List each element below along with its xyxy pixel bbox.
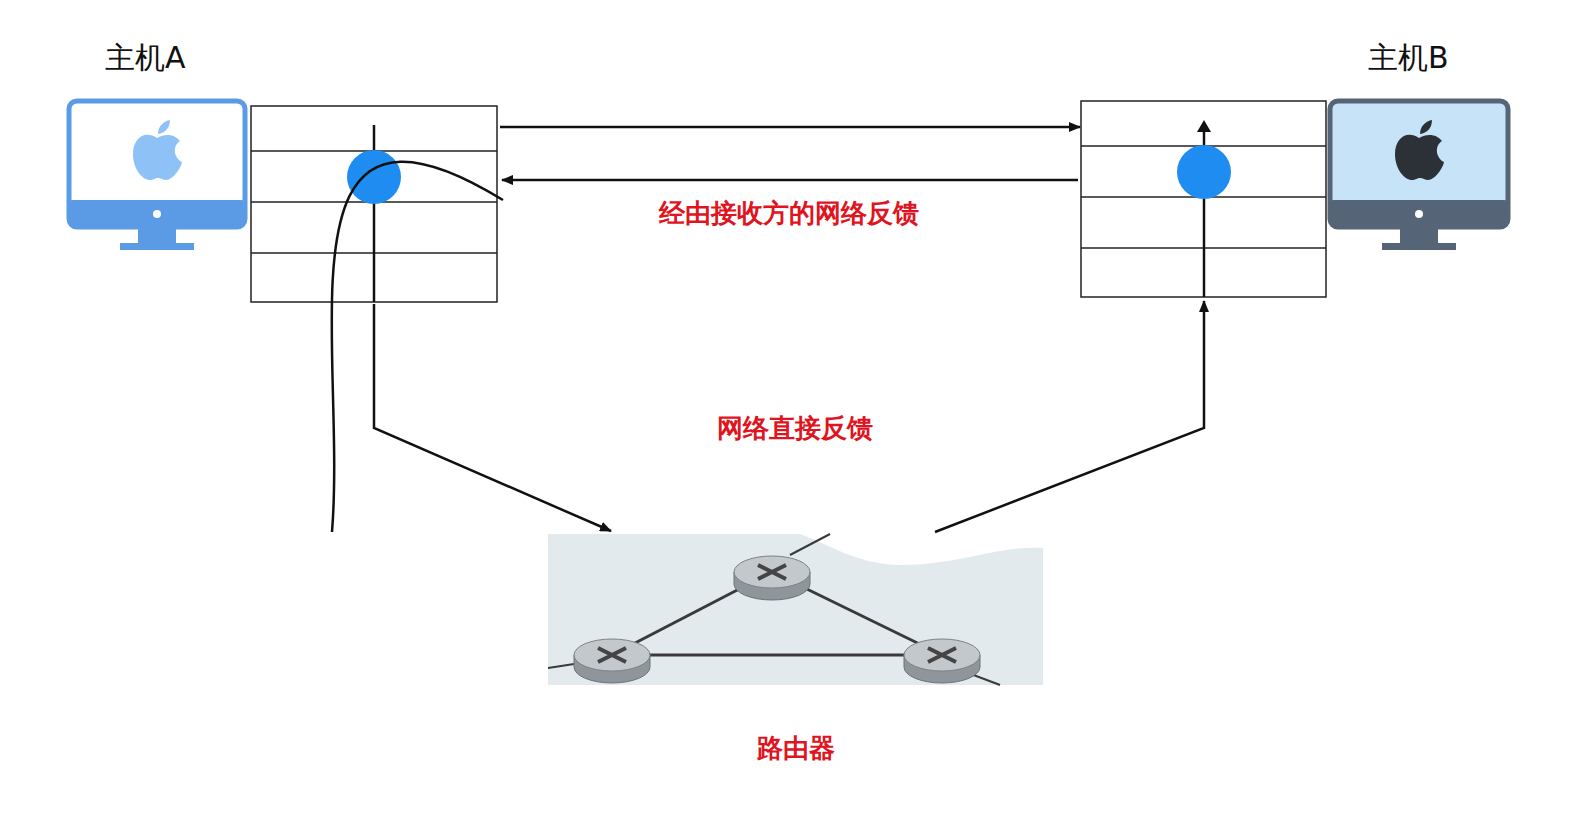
monitor-b — [1330, 101, 1508, 250]
arrow-head — [1197, 120, 1211, 132]
edge-label: 经由接收方的网络反馈 — [655, 197, 923, 229]
router-icons — [574, 556, 980, 683]
connector-arrow — [500, 126, 1080, 129]
host-node: 路由器 — [548, 532, 1043, 772]
node-label: 主机A — [105, 40, 186, 76]
connector-arrow — [332, 162, 503, 532]
node-label: 主机B — [1368, 40, 1449, 76]
connector-arrow — [374, 304, 611, 531]
packet-dot — [347, 150, 401, 204]
host-node: 主机B — [1078, 38, 1518, 300]
edge-label: 网络直接反馈 — [713, 412, 877, 444]
packet-dot — [1177, 145, 1231, 199]
host-node: 主机A — [65, 38, 500, 304]
node-label: 路由器 — [757, 730, 835, 766]
connector-arrow — [502, 179, 1078, 182]
buffer-table-b — [1081, 101, 1326, 297]
connector-arrow — [935, 301, 1204, 532]
router-network — [548, 534, 1043, 685]
buffer-table-a — [251, 106, 497, 302]
monitor-a — [69, 101, 245, 250]
